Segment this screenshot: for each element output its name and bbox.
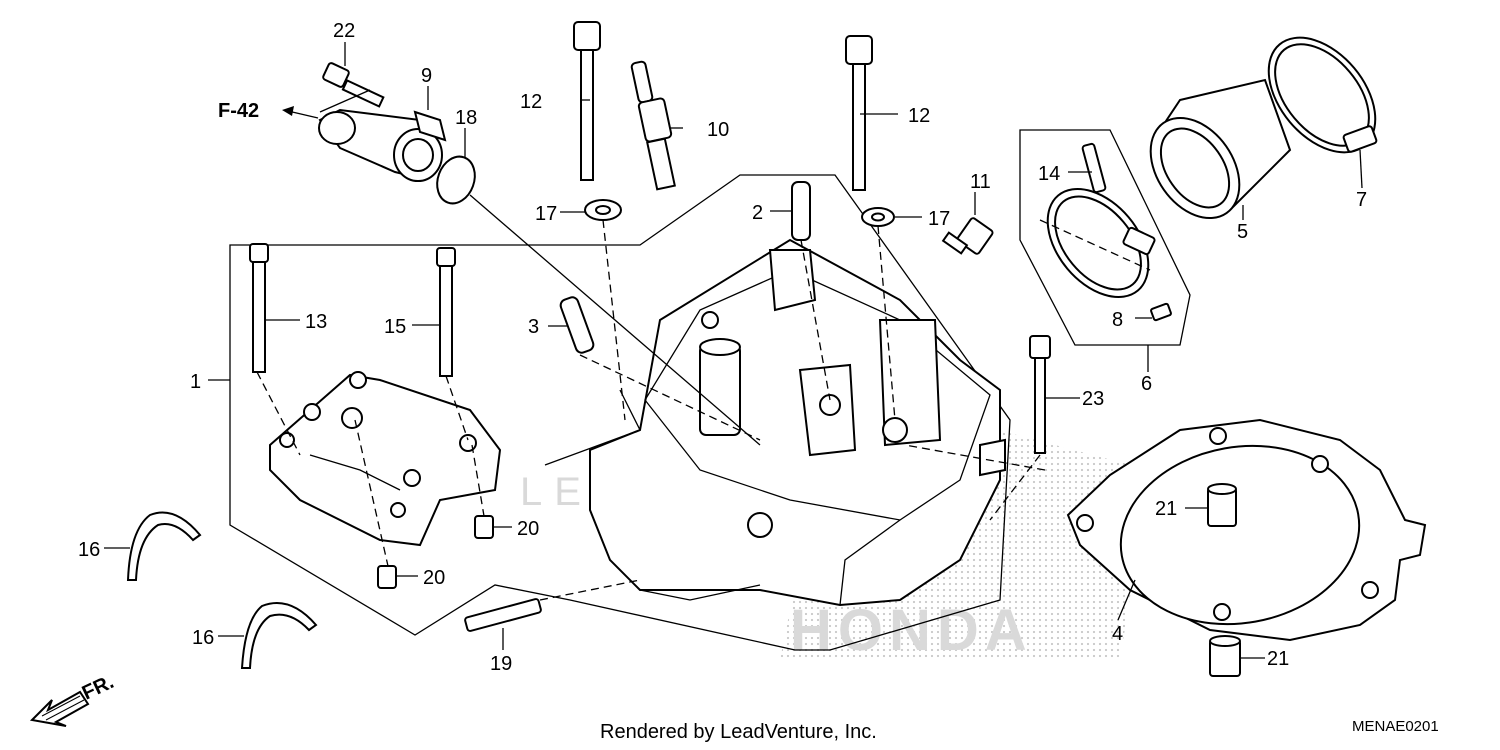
direction-indicator: FR. (29, 671, 117, 727)
callout-19: 19 (490, 653, 512, 675)
dowel-21-bottom (1209, 635, 1241, 677)
stud-bolt (464, 598, 542, 632)
callout-10: 10 (707, 119, 729, 141)
nut-8 (1150, 302, 1172, 322)
valve-guide-3 (559, 296, 595, 354)
callout-16-upper: 16 (78, 539, 100, 561)
spark-plug (630, 60, 676, 191)
callout-14: 14 (1038, 163, 1060, 185)
valve-guide-2 (791, 181, 811, 241)
clip-16-lower (240, 602, 318, 669)
callout-13: 13 (305, 311, 327, 333)
band-6 (1046, 187, 1156, 299)
camshaft-holder (269, 371, 502, 547)
callout-21-bottom: 21 (1267, 648, 1289, 670)
callout-11: 11 (970, 171, 991, 193)
reference-f42: F-42 (218, 100, 319, 122)
bolt-12-left (573, 21, 601, 181)
temperature-sensor (941, 217, 994, 255)
band-assembly-box (1019, 129, 1191, 346)
clip-16-upper (126, 511, 202, 581)
cylinder-gasket (1066, 418, 1427, 642)
water-joint (318, 108, 447, 182)
dowel-21-top (1207, 483, 1237, 527)
dowel-20-lower (377, 565, 397, 589)
arrow-icon (282, 106, 294, 116)
callout-17-right: 17 (928, 208, 950, 230)
bolt-23 (1029, 335, 1051, 454)
watermark-brand: HONDA (790, 598, 1033, 663)
callout-4: 4 (1112, 623, 1123, 645)
insulator (1149, 78, 1292, 220)
callout-15: 15 (384, 316, 406, 338)
callout-18: 18 (455, 107, 477, 129)
reference-label: F-42 (218, 100, 259, 122)
callout-23: 23 (1082, 388, 1104, 410)
callout-21-top: 21 (1155, 498, 1177, 520)
callout-16-lower: 16 (192, 627, 214, 649)
callout-12-right: 12 (908, 105, 930, 127)
dowel-20-upper (474, 515, 494, 539)
callout-5: 5 (1237, 221, 1248, 243)
alignment-lines (256, 219, 1151, 601)
callout-22: 22 (333, 20, 355, 42)
rendered-by-credit: Rendered by LeadVenture, Inc. (600, 721, 877, 743)
cylinder-head (589, 238, 1006, 607)
bolt-13 (249, 243, 269, 373)
bolt-22 (322, 62, 385, 108)
callout-17-left: 17 (535, 203, 557, 225)
callout-20-lower: 20 (423, 567, 445, 589)
screw-14 (1081, 142, 1107, 194)
o-ring (436, 155, 476, 205)
callout-12-left: 12 (520, 91, 542, 113)
bolt-12-right (845, 35, 873, 191)
callout-1: 1 (190, 371, 201, 393)
callout-7: 7 (1356, 189, 1367, 211)
diagram-code: MENAE0201 (1352, 718, 1439, 735)
callout-2: 2 (752, 202, 763, 224)
band-7 (1267, 36, 1378, 154)
front-arrow-icon (29, 690, 90, 727)
callout-8: 8 (1112, 309, 1123, 331)
callout-9: 9 (421, 65, 432, 87)
leader-lines (104, 42, 1363, 659)
bolt-15 (436, 247, 456, 377)
callout-20-upper: 20 (517, 518, 539, 540)
callout-6: 6 (1141, 373, 1152, 395)
callouts: 12 12 10 17 17 2 3 13 15 1 16 16 20 20 1… (78, 20, 1367, 675)
callout-3: 3 (528, 316, 539, 338)
